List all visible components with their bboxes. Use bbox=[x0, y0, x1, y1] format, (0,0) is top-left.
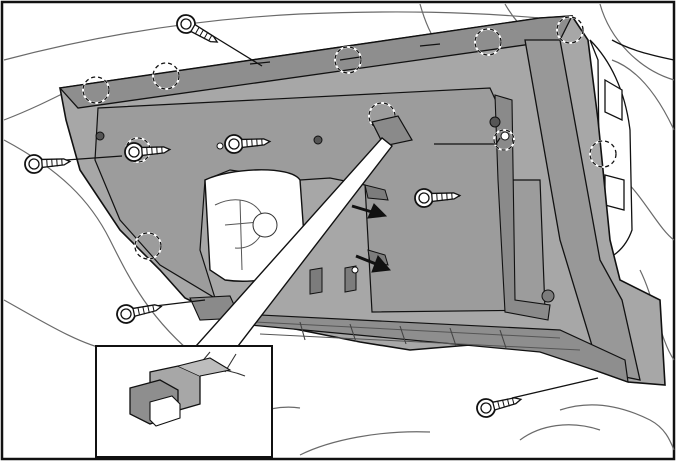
screw-icon bbox=[476, 397, 523, 418]
screw-icon bbox=[124, 142, 172, 162]
screw-icon bbox=[224, 134, 272, 154]
clip-marker-2 bbox=[152, 62, 180, 90]
screw-icon bbox=[24, 154, 72, 174]
screws bbox=[24, 14, 523, 418]
arrows bbox=[351, 203, 391, 273]
screw-icon bbox=[116, 304, 163, 324]
clip-detail-inset bbox=[95, 345, 273, 458]
screw-icon bbox=[176, 14, 219, 43]
clip-marker-8 bbox=[134, 232, 162, 260]
arrow-right-icon bbox=[355, 254, 391, 273]
clip-marker-1 bbox=[82, 76, 110, 104]
clip-markers bbox=[82, 16, 617, 260]
clip-marker-4 bbox=[474, 28, 502, 56]
arrow-right-icon bbox=[351, 203, 388, 219]
lower-instrument-panel bbox=[58, 15, 666, 386]
clip-marker-10 bbox=[493, 129, 515, 151]
clip-marker-7 bbox=[589, 140, 617, 168]
clip-marker-3 bbox=[334, 46, 362, 74]
clip-marker-5 bbox=[556, 16, 584, 44]
screw-icon bbox=[414, 188, 462, 208]
